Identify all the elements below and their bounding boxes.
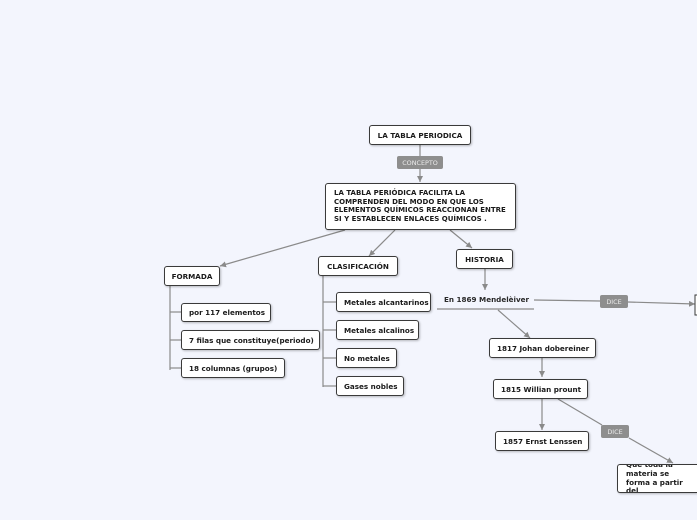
connector-definition-formada bbox=[219, 229, 346, 268]
clasificacion-item-label: Gases nobles bbox=[344, 381, 398, 391]
clasificacion-item-label: Metales alcantarinos bbox=[344, 297, 429, 307]
formada-node[interactable]: FORMADA bbox=[164, 266, 220, 286]
definition-text: LA TABLA PERIÓDICA FACILITA LA COMPRENDE… bbox=[334, 189, 506, 223]
offscreen-node-edge bbox=[694, 294, 697, 316]
title-label: LA TABLA PERIODICA bbox=[377, 130, 463, 140]
formada-label: FORMADA bbox=[171, 271, 213, 281]
dice-tag[interactable]: DICE bbox=[600, 295, 628, 308]
timeline-node-lenssen[interactable]: 1857 Ernst Lenssen bbox=[495, 431, 589, 451]
clasificacion-item[interactable]: Gases nobles bbox=[336, 376, 404, 396]
clasificacion-item-label: No metales bbox=[344, 353, 390, 363]
formada-item[interactable]: 7 filas que constituye(periodo) bbox=[181, 330, 320, 350]
timeline-label: 1817 Johan dobereiner bbox=[497, 343, 590, 353]
clasificacion-item[interactable]: Metales alcalinos bbox=[336, 320, 419, 340]
timeline-node-prout[interactable]: 1815 Willian prount bbox=[493, 379, 588, 399]
clasificacion-node[interactable]: CLASIFICACIÓN bbox=[318, 256, 398, 276]
formada-item-label: 7 filas que constituye(periodo) bbox=[189, 335, 314, 345]
timeline-node-dobereiner[interactable]: 1817 Johan dobereiner bbox=[489, 338, 596, 358]
clasificacion-label: CLASIFICACIÓN bbox=[327, 261, 389, 271]
concept-tag[interactable]: CONCEPTO bbox=[397, 156, 443, 169]
timeline-label: 1857 Ernst Lenssen bbox=[503, 436, 583, 446]
formada-item[interactable]: por 117 elementos bbox=[181, 303, 271, 322]
timeline-label: 1815 Willian prount bbox=[501, 384, 582, 394]
formada-item-label: por 117 elementos bbox=[189, 308, 265, 317]
definition-node[interactable]: LA TABLA PERIÓDICA FACILITA LA COMPRENDE… bbox=[325, 183, 516, 230]
connector-definition-historia bbox=[449, 229, 473, 249]
historia-node[interactable]: HISTORIA bbox=[456, 249, 513, 269]
clasificacion-item[interactable]: No metales bbox=[336, 348, 397, 368]
mendeleiev-label[interactable]: En 1869 Mendelèiver bbox=[444, 295, 530, 304]
prout-result-text: Que toda la materia se forma a partir de… bbox=[626, 464, 683, 493]
clasificacion-item[interactable]: Metales alcantarinos bbox=[336, 292, 431, 312]
historia-label: HISTORIA bbox=[465, 254, 504, 264]
connector-definition-clasificacion bbox=[368, 229, 396, 257]
formada-item[interactable]: 18 columnas (grupos) bbox=[181, 358, 285, 378]
clasificacion-item-label: Metales alcalinos bbox=[344, 325, 415, 335]
formada-item-label: 18 columnas (grupos) bbox=[189, 363, 278, 373]
dice-tag[interactable]: DICE bbox=[601, 425, 629, 438]
prout-result-node[interactable]: Que toda la materia se forma a partir de… bbox=[617, 464, 697, 493]
title-node[interactable]: LA TABLA PERIODICA bbox=[369, 125, 471, 145]
